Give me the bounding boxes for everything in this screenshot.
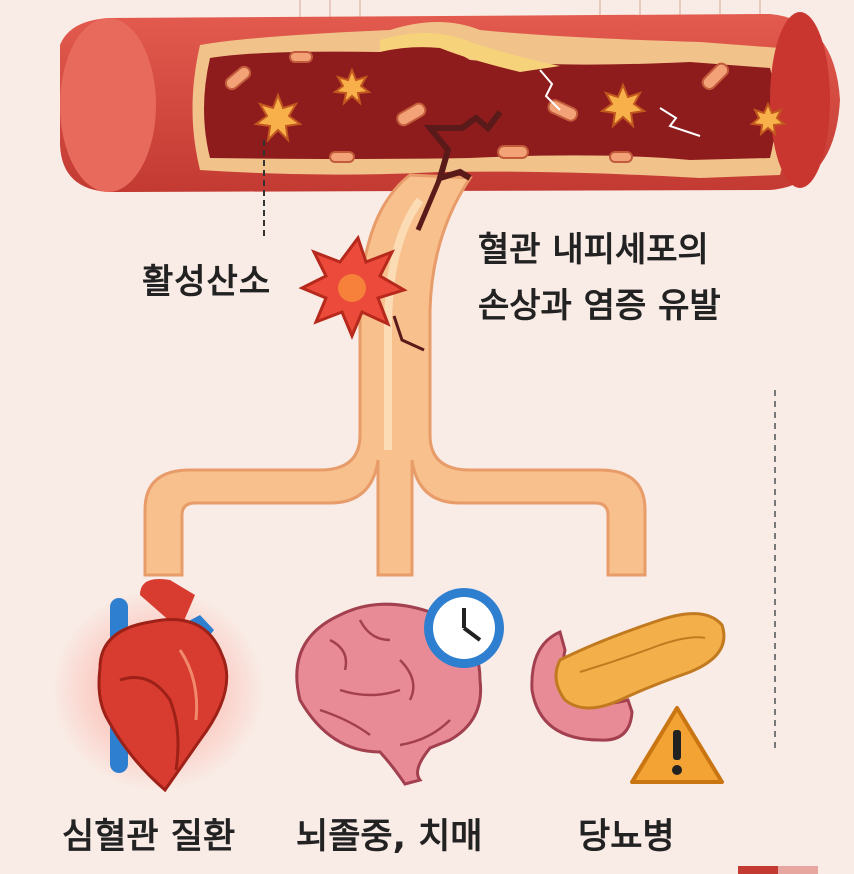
damage-line-1: 혈관 내피세포의 <box>478 230 709 270</box>
clock-icon <box>424 588 504 668</box>
top-stripes <box>299 0 761 18</box>
ros-label: 활성산소 <box>142 262 272 302</box>
damage-label: 혈관 내피세포의 손상과 염증 유발 <box>478 222 721 334</box>
vessel-branch <box>143 110 647 577</box>
damage-line-2: 손상과 염증 유발 <box>478 286 721 326</box>
ros-particles <box>253 67 787 143</box>
warning-icon <box>630 706 724 784</box>
blood-vessel <box>60 12 840 192</box>
stroke-dementia-label: 뇌졸중, 치매 <box>296 817 483 857</box>
vessel-cracks <box>539 69 701 137</box>
heart-icon <box>53 579 263 793</box>
corner-mark-2 <box>778 866 818 874</box>
pancreas-icon <box>530 612 726 742</box>
blood-cells <box>224 51 730 163</box>
heart-disease-label: 심혈관 질환 <box>62 817 236 857</box>
corner-mark <box>738 866 778 874</box>
diabetes-label: 당뇨병 <box>578 817 675 857</box>
